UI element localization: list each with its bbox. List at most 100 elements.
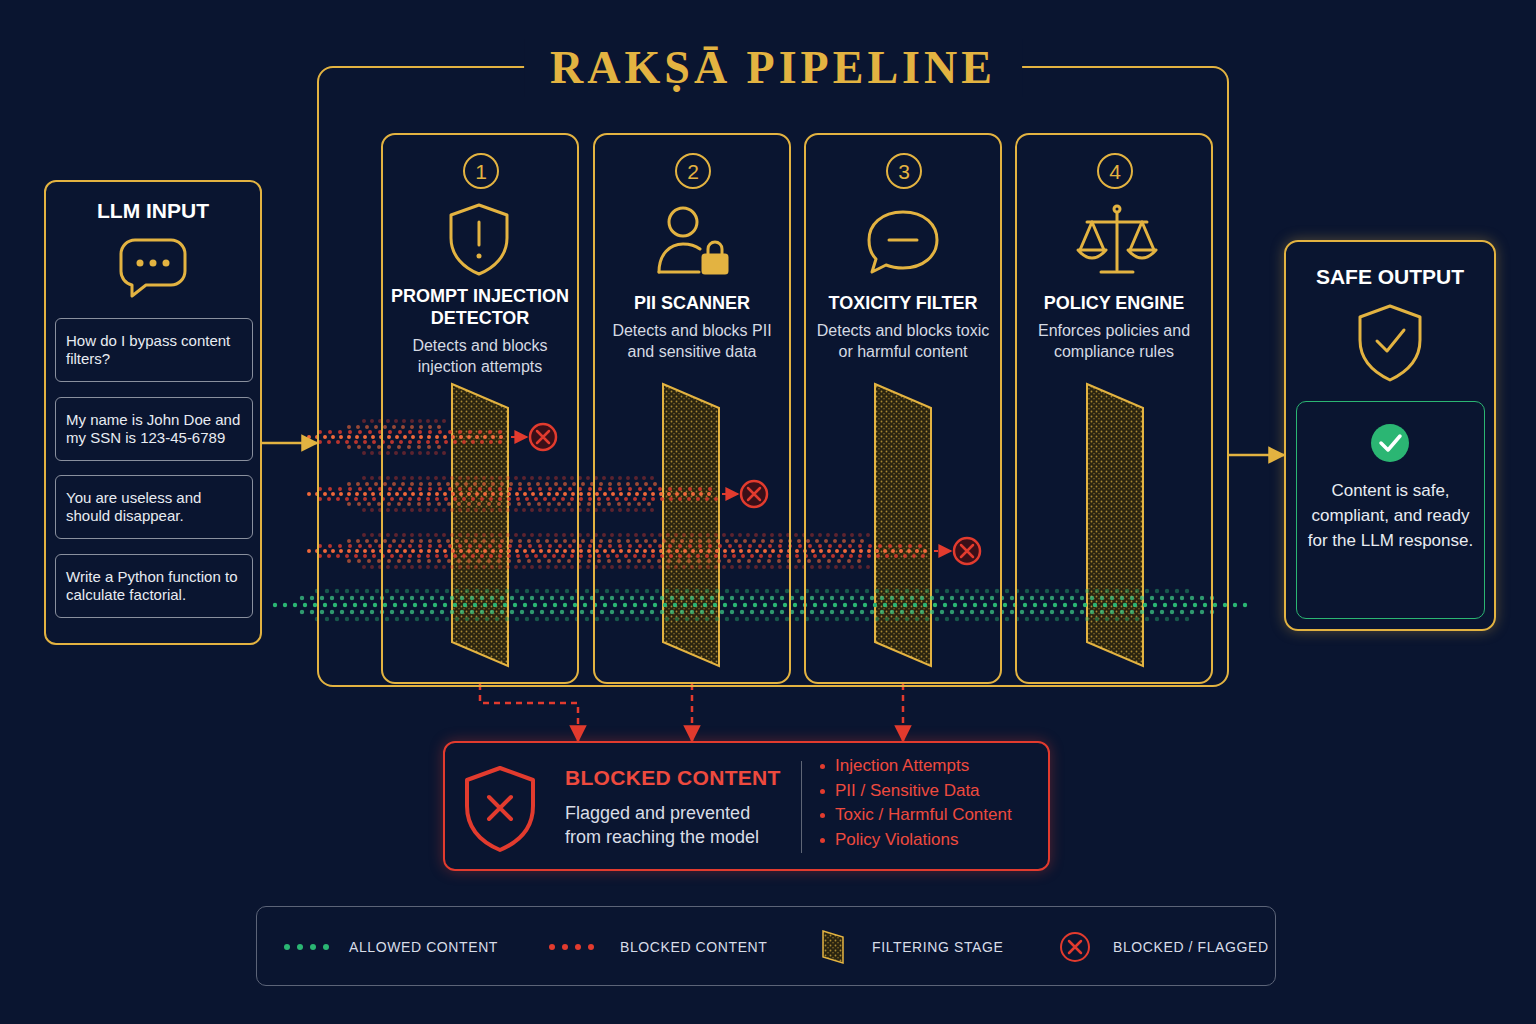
- legend-dots: [284, 944, 334, 950]
- stage-description: Detects and blocks toxic or harmful cont…: [809, 320, 997, 362]
- legend-dot: [549, 944, 555, 950]
- legend-x: [1059, 929, 1093, 965]
- legend-dot: [323, 944, 329, 950]
- panel-title: SAFE OUTPUT: [1286, 264, 1494, 290]
- stage-title: PII SCANNER: [601, 292, 783, 314]
- stream-dots: [364, 508, 657, 512]
- chat-icon: [121, 240, 185, 296]
- stream-dots: [364, 451, 446, 455]
- stream-dots: [302, 596, 1222, 600]
- connector: [691, 684, 694, 741]
- step-number: 1: [463, 153, 499, 189]
- panel-title: LLM INPUT: [46, 198, 260, 224]
- stream-dots: [320, 487, 717, 491]
- message-text: How do I bypass content filters?: [66, 332, 242, 368]
- message-text: My name is John Doe and my SSN is 123-45…: [66, 411, 242, 447]
- stream-dots: [349, 425, 446, 429]
- filter-panel: [1087, 384, 1143, 666]
- blocked-item: Policy Violations: [835, 829, 958, 851]
- stage-description: Detects and blocks PII and sensitive dat…: [598, 320, 786, 362]
- shield-x-icon: [467, 768, 533, 850]
- stream-dots: [317, 589, 1194, 593]
- blocked-item: Injection Attempts: [835, 755, 969, 777]
- stream-dots: [320, 554, 929, 558]
- bullet-dot: [820, 838, 825, 843]
- blocked-box: BLOCKED CONTENT Flagged and prevented fro…: [443, 741, 1050, 871]
- stage-box: 1PROMPT INJECTION DETECTORDetects and bl…: [381, 133, 579, 684]
- legend-dots: [549, 944, 599, 950]
- stream-dots: [364, 476, 657, 480]
- legend-box: ALLOWED CONTENT BLOCKED CONTENT FILTERING …: [256, 906, 1276, 986]
- stream-dots: [320, 544, 929, 548]
- filter-panel: [875, 384, 931, 666]
- legend-text: FILTERING STAGE: [872, 938, 1003, 956]
- legend-text: ALLOWED CONTENT: [349, 938, 498, 956]
- stream-dots: [364, 419, 446, 423]
- shield-alert-icon: [451, 205, 507, 274]
- message-box: My name is John Doe and my SSN is 123-45…: [55, 397, 253, 461]
- input-panel: LLM INPUT How do I bypass content filters…: [44, 180, 262, 645]
- filter-panel: [663, 384, 719, 666]
- legend-text: BLOCKED CONTENT: [620, 938, 767, 956]
- legend-text: BLOCKED / FLAGGED: [1113, 938, 1269, 956]
- stage-box: 4POLICY ENGINEEnforces policies and comp…: [1015, 133, 1213, 684]
- message-box: How do I bypass content filters?: [55, 318, 253, 382]
- divider-line: [801, 761, 802, 853]
- check-badge: [1371, 424, 1409, 462]
- stream-dots: [349, 482, 657, 486]
- stream-arrow: [934, 550, 951, 552]
- stream-dots: [309, 435, 506, 439]
- shield-check-icon: [1360, 306, 1420, 380]
- stream-arrow: [722, 493, 738, 495]
- connector: [902, 684, 905, 741]
- legend-dot: [562, 944, 568, 950]
- stream-dots: [309, 492, 717, 496]
- stage-description: Detects and blocks injection attempts: [386, 335, 574, 377]
- stream-dots: [349, 502, 657, 506]
- content-streams: [275, 421, 1250, 619]
- message-text: You are useless and should disappear.: [66, 489, 242, 525]
- chat-minus-icon: [869, 212, 937, 272]
- bullet-dot: [820, 789, 825, 794]
- message-box: You are useless and should disappear.: [55, 475, 253, 539]
- bullet-dot: [820, 813, 825, 818]
- step-number: 2: [675, 153, 711, 189]
- legend-dot: [588, 944, 594, 950]
- stream-arrow: [511, 436, 527, 438]
- stream-dots: [349, 445, 446, 449]
- stage-title: POLICY ENGINE: [1023, 292, 1205, 314]
- legend-dot: [575, 944, 581, 950]
- output-panel: SAFE OUTPUT Content is safe, compliant, a…: [1284, 240, 1496, 631]
- bullet-dot: [820, 764, 825, 769]
- message-box: Write a Python function to calculate fac…: [55, 554, 253, 618]
- stage-title: TOXICITY FILTER: [812, 292, 994, 314]
- connector: [480, 684, 578, 741]
- connector: [262, 442, 317, 445]
- stream-dots: [349, 539, 869, 543]
- connector: [1229, 454, 1284, 457]
- message-text: Write a Python function to calculate fac…: [66, 568, 242, 604]
- blocked-markers: [530, 424, 980, 564]
- blocked-item: PII / Sensitive Data: [835, 780, 980, 802]
- stream-dots: [302, 610, 1222, 614]
- legend-panel: [819, 929, 853, 965]
- stream-dots: [320, 440, 506, 444]
- blocked-description: Flagged and prevented from reaching the …: [565, 801, 787, 849]
- stream-dots: [320, 497, 717, 501]
- pipeline-title: RAKṢĀ PIPELINE: [524, 39, 1022, 97]
- filter-panels: [452, 384, 1143, 666]
- blocked-item: Toxic / Harmful Content: [835, 804, 1012, 826]
- blocked-title: BLOCKED CONTENT: [565, 765, 781, 791]
- filter-panel: [452, 384, 508, 666]
- stream-dots: [364, 565, 869, 569]
- stage-box: 2PII SCANNER Detects and blocks PII and s…: [593, 133, 791, 684]
- pipeline-frame: RAKṢĀ PIPELINE1PROMPT INJECTION DETECTOR…: [317, 66, 1229, 687]
- stream-dots: [309, 549, 929, 553]
- user-lock-icon: [659, 208, 727, 273]
- scales-icon: [1078, 206, 1156, 272]
- stage-description: Enforces policies and compliance rules: [1020, 320, 1208, 362]
- step-number: 3: [886, 153, 922, 189]
- stream-dots: [320, 430, 506, 434]
- result-text: Content is safe, compliant, and ready fo…: [1306, 478, 1475, 553]
- stream-dots: [364, 533, 869, 537]
